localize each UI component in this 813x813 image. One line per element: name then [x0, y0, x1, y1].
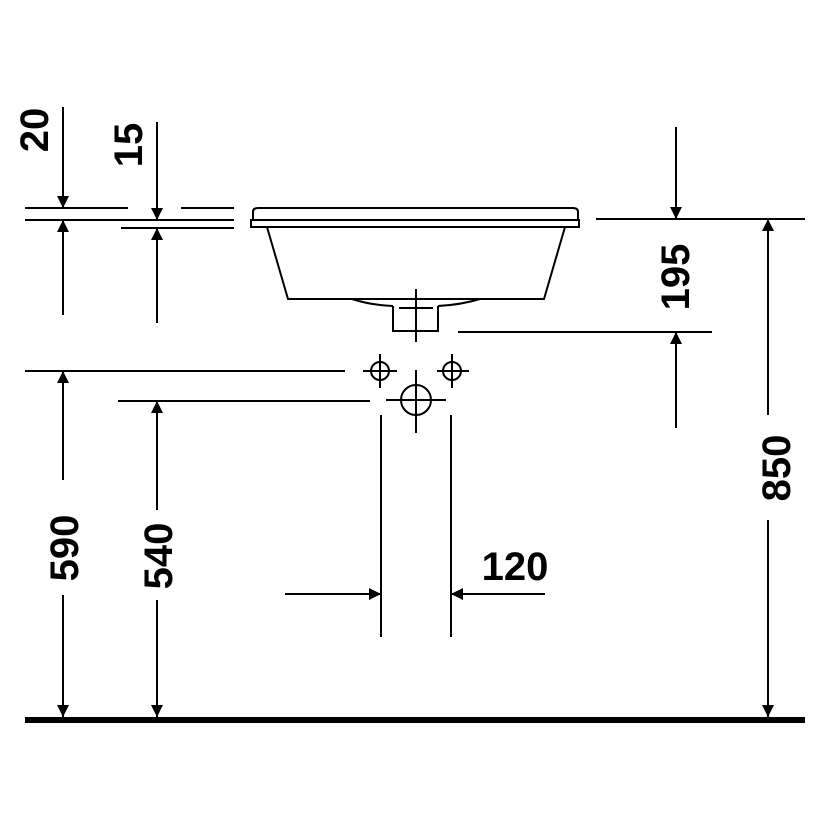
dim-label-120: 120 [482, 545, 549, 589]
dim-label-15: 15 [107, 123, 151, 168]
tap-holes [363, 354, 469, 388]
dim-label-195: 195 [654, 244, 698, 311]
dimension-lines [25, 107, 805, 717]
dim-label-540: 540 [137, 523, 181, 590]
waste-hole [386, 370, 446, 433]
dim-label-850: 850 [755, 435, 799, 502]
dim-label-590: 590 [43, 515, 87, 582]
basin [250, 207, 580, 342]
dim-label-20: 20 [13, 108, 57, 153]
